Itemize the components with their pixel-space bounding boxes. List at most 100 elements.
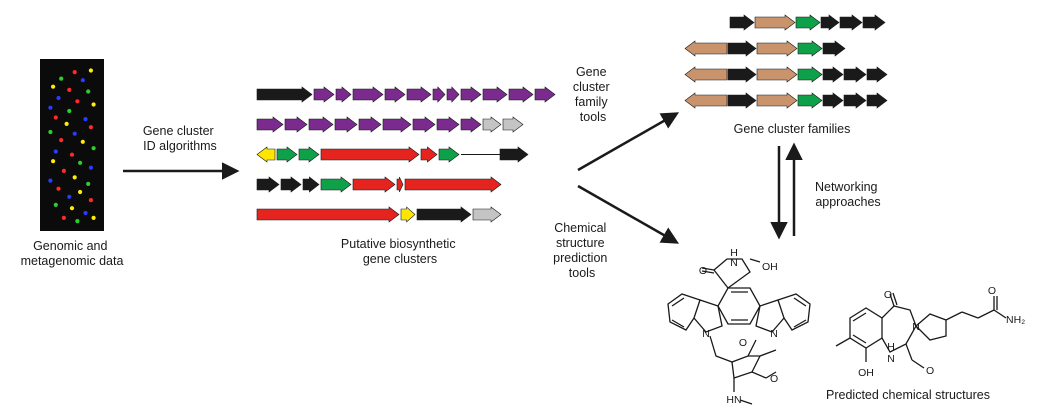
family-1-gene-4	[822, 40, 846, 57]
genome-dot-28	[48, 178, 53, 183]
family-0-gene-4	[839, 14, 863, 31]
cluster-0-gene-11	[534, 86, 556, 103]
svg-text:NH₂: NH₂	[1006, 314, 1025, 326]
svg-text:O: O	[884, 289, 892, 301]
genome-dot-11	[67, 108, 72, 114]
svg-text:N: N	[730, 257, 738, 269]
cluster-0-gene-3	[352, 86, 384, 103]
family-0-gene-2	[795, 14, 821, 31]
family-0-gene-3	[820, 14, 840, 31]
cluster-3-gene-5	[396, 176, 404, 193]
genomic-dots	[48, 68, 96, 224]
cluster-3-gene-2	[302, 176, 320, 193]
family-3-gene-5	[843, 92, 867, 109]
cluster-1-gene-0	[256, 116, 284, 133]
genome-dot-0	[72, 70, 77, 75]
svg-text:O: O	[770, 373, 778, 385]
family-2-gene-2	[756, 66, 798, 83]
predicted-label: Predicted chemical structures	[826, 388, 990, 402]
cluster-3-gene-3	[320, 176, 352, 193]
predicted-structure-b	[835, 292, 1007, 369]
family-2-gene-0	[684, 66, 728, 83]
genome-dot-16	[48, 129, 53, 135]
genome-dot-39	[75, 219, 80, 224]
svg-text:H: H	[730, 247, 738, 259]
genome-dot-29	[86, 181, 91, 186]
genome-dot-35	[69, 206, 75, 211]
family-1-gene-2	[756, 40, 798, 57]
family-2-gene-6	[866, 66, 888, 83]
genome-dot-14	[64, 121, 69, 126]
genome-dot-32	[67, 194, 72, 199]
svg-text:O: O	[926, 365, 934, 377]
family-2-gene-4	[822, 66, 844, 83]
networking-label: Networking approaches	[815, 180, 881, 209]
genome-dot-25	[88, 165, 93, 170]
cluster-2-gene-3	[320, 146, 420, 163]
predicted-structure-a	[667, 258, 811, 405]
genome-dot-31	[78, 189, 83, 195]
cluster-1-gene-5	[382, 116, 412, 133]
cluster-1-gene-6	[412, 116, 436, 133]
svg-text:N: N	[702, 328, 710, 340]
cluster-0-gene-9	[482, 86, 508, 103]
family-3-gene-2	[756, 92, 798, 109]
cluster-0-gene-10	[508, 86, 534, 103]
genome-dot-9	[91, 102, 96, 107]
cluster-0-gene-4	[384, 86, 406, 103]
cluster-4-gene-0	[256, 206, 400, 223]
family-1-gene-0	[684, 40, 728, 57]
cluster-4-gene-2	[416, 206, 472, 223]
family-0-gene-1	[754, 14, 796, 31]
genome-dot-3	[80, 78, 85, 83]
cluster-2-gene-5	[438, 146, 460, 163]
cluster-1-gene-4	[358, 116, 382, 133]
cluster-0-gene-8	[460, 86, 482, 103]
cluster-4-gene-3	[472, 206, 502, 223]
family-2-gene-1	[727, 66, 757, 83]
family-arrow	[577, 112, 680, 172]
svg-text:HN: HN	[726, 394, 741, 406]
genome-dot-19	[80, 139, 85, 144]
genome-dot-6	[86, 89, 91, 94]
genome-dot-24	[78, 160, 83, 165]
svg-text:N: N	[887, 353, 895, 365]
svg-text:O: O	[739, 337, 747, 349]
genome-dot-37	[61, 215, 66, 220]
cluster-2-tail-gene-0	[499, 146, 529, 163]
cluster-1-gene-7	[436, 116, 460, 133]
cluster-0-gene-6	[432, 86, 446, 103]
family-3-gene-4	[822, 92, 844, 109]
svg-text:O: O	[988, 285, 996, 297]
cluster-2-gene-1	[276, 146, 298, 163]
cluster-0-gene-5	[406, 86, 432, 103]
genome-dot-21	[53, 149, 58, 154]
cluster-3-gene-0	[256, 176, 280, 193]
cluster-1-gene-2	[308, 116, 334, 133]
cluster-3-gene-4	[352, 176, 396, 193]
family-3-gene-3	[797, 92, 823, 109]
genome-dot-13	[83, 117, 88, 122]
cluster-1-gene-8	[460, 116, 482, 133]
cluster-0-gene-0	[256, 86, 313, 103]
genome-dot-2	[59, 76, 64, 81]
genome-dot-7	[56, 95, 61, 101]
genome-dot-1	[88, 68, 93, 73]
cluster-2-gene-2	[298, 146, 320, 163]
genome-dot-8	[75, 99, 80, 104]
family-3-gene-6	[866, 92, 888, 109]
genome-dot-20	[91, 146, 96, 151]
svg-text:N: N	[912, 321, 920, 333]
cluster-3-gene-1	[280, 176, 302, 193]
family-2-gene-3	[797, 66, 823, 83]
genome-dot-10	[48, 105, 53, 110]
structure-arrow	[577, 184, 680, 244]
family-tools-label: Gene cluster family tools	[573, 65, 613, 124]
cluster-1-gene-9	[482, 116, 502, 133]
genome-dot-4	[51, 84, 56, 89]
families-label: Gene cluster families	[734, 122, 851, 136]
cluster-0-gene-1	[313, 86, 335, 103]
genome-dot-26	[61, 168, 66, 173]
genome-dot-38	[91, 215, 96, 220]
putative-gene-clusters	[256, 86, 556, 223]
